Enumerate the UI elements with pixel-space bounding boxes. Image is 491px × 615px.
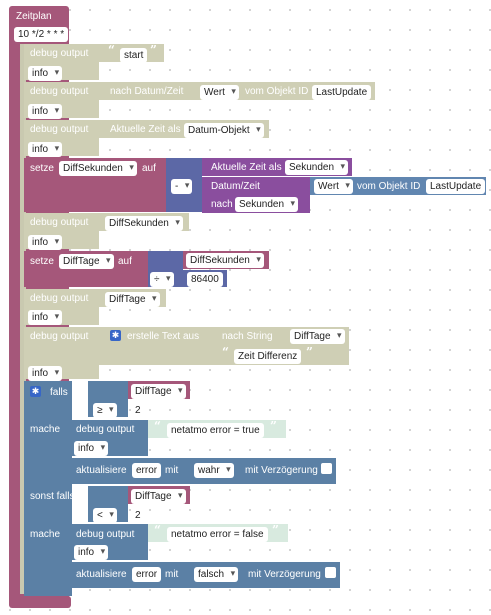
text-value[interactable]: netatmo error = true xyxy=(167,423,264,438)
update-label: aktualisiere xyxy=(76,569,127,580)
number-field[interactable]: 86400 xyxy=(187,272,223,287)
set-label: setze xyxy=(30,256,54,267)
variable-dropdown[interactable]: DiffTage xyxy=(59,254,114,269)
variable-dropdown[interactable]: DiffTage xyxy=(105,292,160,307)
boolean-dropdown[interactable]: wahr xyxy=(194,463,234,478)
math-operator-dropdown[interactable]: ÷ xyxy=(150,272,174,287)
text-value[interactable]: Zeit Differenz xyxy=(234,349,302,364)
delay-checkbox[interactable] xyxy=(321,463,332,474)
math-operator-dropdown[interactable]: - xyxy=(171,179,193,194)
now-time-label: Aktuelle Zeit als xyxy=(211,162,282,173)
nach-string-label: nach String xyxy=(222,331,273,342)
quote-close-icon: ” xyxy=(150,43,157,57)
schedule-title: Zeitplan xyxy=(16,11,52,22)
delay-label: mit Verzögerung xyxy=(245,465,318,476)
boolean-dropdown[interactable]: falsch xyxy=(194,567,239,582)
log-level-dropdown[interactable]: info xyxy=(28,142,63,157)
log-level-dropdown[interactable]: info xyxy=(28,66,63,81)
mache-label: mache xyxy=(30,529,61,540)
date-time-label: Datum/Zeit xyxy=(211,181,260,192)
number-field[interactable]: 2 xyxy=(131,508,145,523)
quote-open-icon: “ xyxy=(154,419,161,433)
log-level-dropdown[interactable]: info xyxy=(74,545,109,560)
quote-close-icon: ” xyxy=(272,523,279,537)
text-value[interactable]: netatmo error = false xyxy=(167,527,268,542)
gear-icon[interactable]: ✱ xyxy=(30,386,41,397)
compare-operator-dropdown[interactable]: ≥ xyxy=(93,403,117,418)
quote-open-icon: “ xyxy=(222,345,229,359)
variable-dropdown[interactable]: DiffSekunden xyxy=(186,253,264,268)
delay-checkbox[interactable] xyxy=(325,567,336,578)
debug-label: debug output xyxy=(30,331,89,342)
log-level-dropdown[interactable]: info xyxy=(28,104,63,119)
schedule-block-bottom xyxy=(9,596,71,608)
text-value[interactable]: start xyxy=(120,48,148,63)
time-unit-dropdown[interactable]: Sekunden xyxy=(285,160,349,175)
mache-label: mache xyxy=(30,424,61,435)
value-mode-dropdown[interactable]: Wert xyxy=(314,179,353,194)
variable-dropdown[interactable]: DiffTage xyxy=(290,329,345,344)
value-mode-dropdown[interactable]: Wert xyxy=(200,85,239,100)
time-unit-dropdown[interactable]: Sekunden xyxy=(235,197,299,212)
if-block-bottom xyxy=(24,588,72,596)
quote-open-icon: “ xyxy=(108,43,115,57)
schedule-inner-spine xyxy=(20,44,26,594)
set-label: setze xyxy=(30,163,54,174)
update-label: aktualisiere xyxy=(76,465,127,476)
if-block[interactable] xyxy=(24,381,72,594)
object-id-label: vom Objekt ID xyxy=(245,86,309,97)
log-level-dropdown[interactable]: info xyxy=(74,441,109,456)
cron-field[interactable]: 10 */2 * * * xyxy=(14,27,69,42)
object-id-field[interactable]: LastUpdate xyxy=(426,179,486,194)
variable-dropdown[interactable]: DiffSekunden xyxy=(59,161,137,176)
time-format-dropdown[interactable]: Datum-Objekt xyxy=(184,123,264,138)
gear-icon[interactable]: ✱ xyxy=(110,330,121,341)
log-level-dropdown[interactable]: info xyxy=(28,310,63,325)
log-level-dropdown[interactable]: info xyxy=(28,366,63,381)
debug-label: debug output xyxy=(30,124,89,135)
now-label: Aktuelle Zeit als xyxy=(110,124,181,135)
update-target-field[interactable]: error xyxy=(132,463,162,478)
mit-label: mit xyxy=(165,569,179,580)
variable-dropdown[interactable]: DiffSekunden xyxy=(105,216,183,231)
debug-label: debug output xyxy=(30,293,89,304)
variable-dropdown[interactable]: DiffTage xyxy=(131,489,186,504)
date-prefix-label: nach Datum/Zeit xyxy=(110,86,184,97)
number-field[interactable]: 2 xyxy=(131,403,145,418)
quote-close-icon: ” xyxy=(306,345,313,359)
object-id-field[interactable]: LastUpdate xyxy=(312,85,372,100)
delay-label: mit Verzögerung xyxy=(248,569,321,580)
debug-label: debug output xyxy=(76,529,135,540)
auf-label: auf xyxy=(142,163,156,174)
object-id-label: vom Objekt ID xyxy=(357,181,421,192)
debug-label: debug output xyxy=(76,424,135,435)
debug-label: debug output xyxy=(30,217,89,228)
compare-operator-dropdown[interactable]: < xyxy=(93,508,117,523)
if-label: falls xyxy=(50,387,68,398)
update-target-field[interactable]: error xyxy=(132,567,162,582)
nach-label: nach xyxy=(211,199,233,210)
else-if-label: sonst falls xyxy=(30,491,75,502)
quote-close-icon: ” xyxy=(270,419,277,433)
log-level-dropdown[interactable]: info xyxy=(28,235,63,250)
mit-label: mit xyxy=(165,465,179,476)
quote-open-icon: “ xyxy=(154,523,161,537)
debug-label: debug output xyxy=(30,48,89,59)
variable-dropdown[interactable]: DiffTage xyxy=(131,384,186,399)
auf-label: auf xyxy=(118,256,132,267)
debug-label: debug output xyxy=(30,86,89,97)
create-text-label: erstelle Text aus xyxy=(127,331,200,342)
